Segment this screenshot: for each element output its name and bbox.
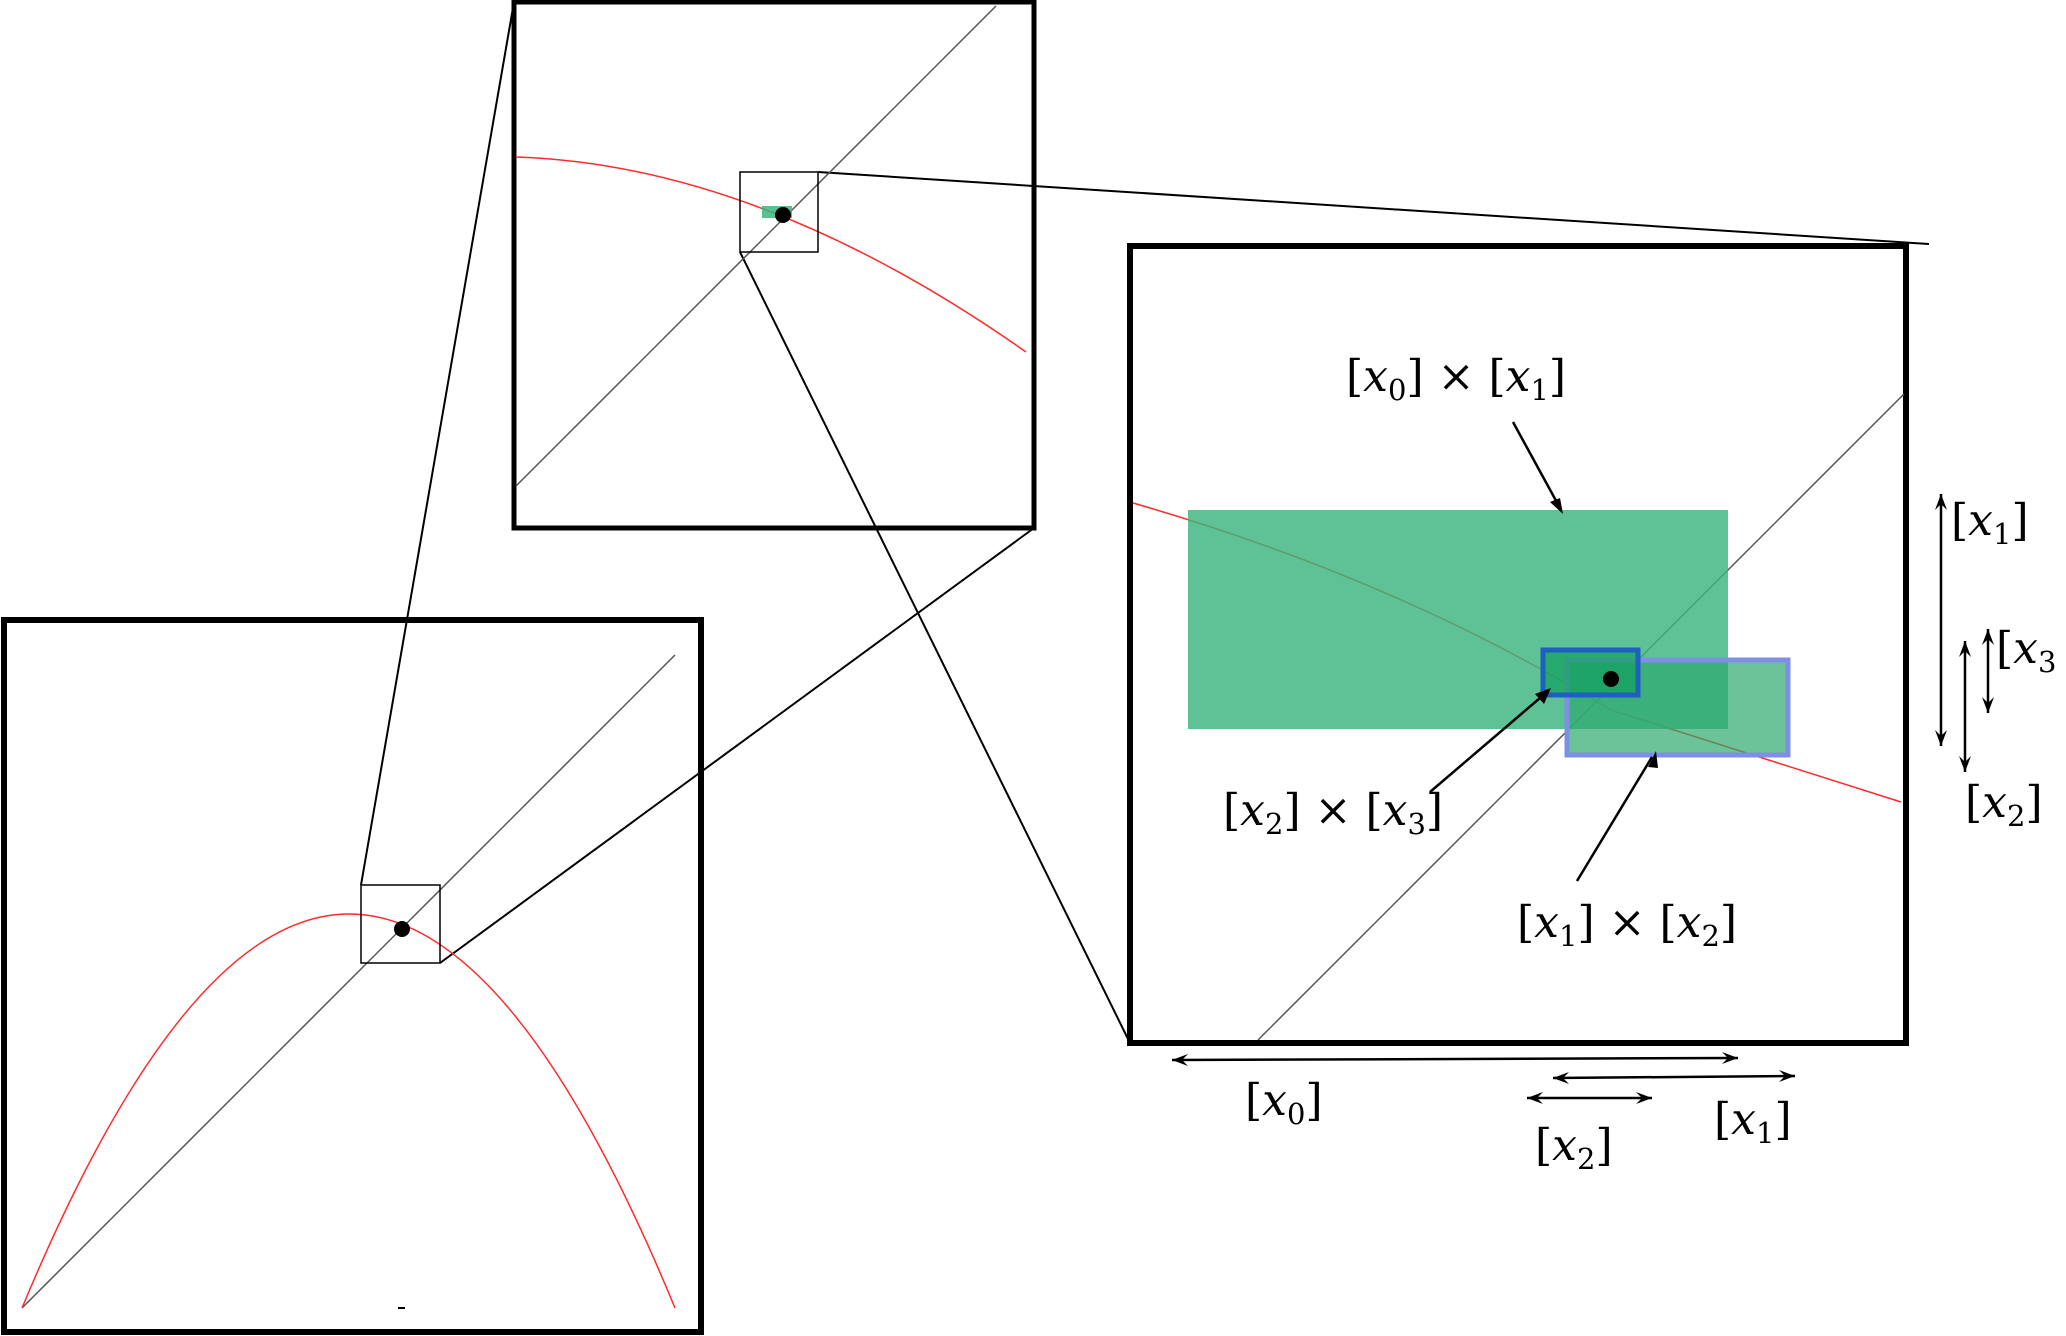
bar-tick-icon — [1553, 1072, 1569, 1084]
diagonal-line — [21, 654, 676, 1309]
zoom-connectors — [360, 1, 1930, 1044]
vertical-intervals — [1935, 494, 1994, 772]
panel-zoom-1 — [511, 0, 1037, 531]
zoom-window-1 — [360, 884, 441, 964]
panel-zoom-2 — [1127, 243, 1909, 1046]
label-x1-times-x2: [x1] × [x2] — [1517, 897, 1737, 953]
label-v-x2: [x2] — [1965, 777, 2043, 833]
label-h-x0: [x0] — [1245, 1075, 1323, 1131]
bar-tick-icon — [1982, 697, 1994, 713]
label-h-x1: [x1] — [1714, 1094, 1792, 1150]
curve-segment — [515, 156, 1027, 353]
label-x2-times-x3: [x2] × [x3] — [1223, 785, 1443, 841]
parabola-curve — [21, 913, 676, 1309]
bar-tick-icon — [1959, 641, 1971, 657]
interval-bar-x1 — [1552, 1074, 1796, 1080]
bar-tick-icon — [1959, 756, 1971, 772]
interval-bar-x0 — [1171, 1056, 1739, 1062]
bar-tick-icon — [1172, 1054, 1188, 1066]
connector-mid-bottom — [739, 251, 1131, 1044]
panel-zoom-1-frame — [511, 0, 1037, 531]
fixed-point-dot — [394, 921, 410, 937]
panel-zoom-2-frame — [1127, 243, 1909, 1046]
bar-tick-icon — [1527, 1092, 1543, 1104]
callout-arrow-x2-x3 — [1429, 691, 1548, 793]
connector-mid-top — [817, 171, 1930, 245]
label-x0-times-x1: [x0] × [x1] — [1346, 351, 1566, 407]
label-h-x2: [x2] — [1535, 1120, 1613, 1176]
box-x2-x3 — [1540, 647, 1641, 698]
label-v-x3: [x3 — [1996, 623, 2056, 679]
zoom-window-2 — [739, 171, 819, 253]
bar-tick-icon — [1982, 629, 1994, 645]
fixed-point-dot — [775, 207, 791, 223]
fixed-point-dot — [1603, 671, 1619, 687]
panel-full-view — [1, 617, 704, 1335]
panel-full-frame — [1, 617, 704, 1335]
arrowhead-icon — [1550, 498, 1563, 514]
callout-arrow-x1-x2 — [1575, 756, 1654, 882]
label-v-x1: [x1] — [1951, 495, 2029, 551]
connector-left-bottom — [439, 527, 1035, 964]
diagonal-line — [515, 5, 997, 487]
arrowhead-icon — [1535, 688, 1551, 704]
connector-left-top — [360, 1, 515, 886]
arrowhead-icon — [1648, 751, 1658, 768]
bar-tick-icon — [1722, 1052, 1738, 1064]
bar-tick-icon — [1935, 494, 1947, 510]
callout-arrow-x0-x1 — [1511, 421, 1562, 509]
bar-tick-icon — [1636, 1092, 1652, 1104]
horizontal-intervals — [1171, 1052, 1796, 1104]
bar-tick-icon — [1779, 1070, 1795, 1082]
bar-tick-icon — [1935, 730, 1947, 746]
